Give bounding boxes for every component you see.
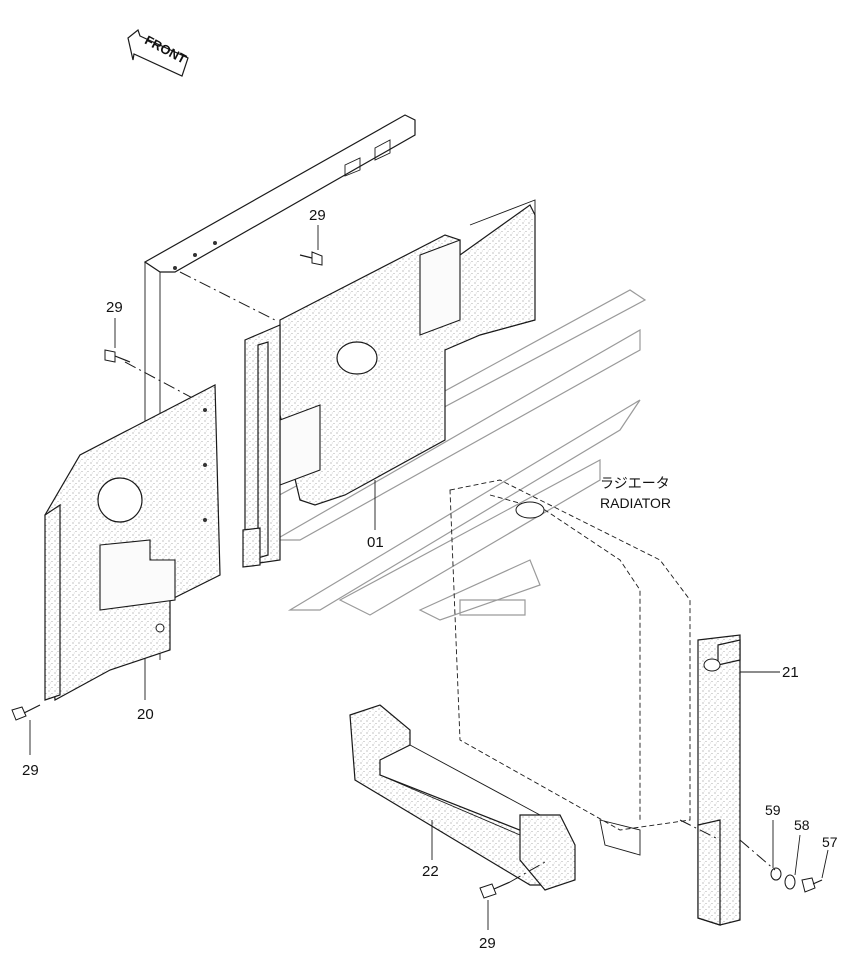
label-29-left: 29 — [106, 299, 123, 316]
leader-line — [679, 819, 721, 841]
washer-58 — [784, 874, 796, 890]
label-22: 22 — [422, 863, 439, 880]
leader-line — [179, 271, 276, 321]
part-01-panel — [242, 199, 536, 568]
label-29-lower-left: 29 — [22, 762, 39, 779]
bolt-29-top — [299, 251, 323, 266]
label-58: 58 — [794, 817, 810, 833]
label-57: 57 — [822, 834, 838, 850]
label-29-bottom: 29 — [479, 935, 496, 952]
part-21-bracket — [697, 634, 741, 926]
callout-lines — [29, 225, 829, 930]
label-01: 01 — [367, 534, 384, 551]
part-20-panel — [44, 384, 221, 701]
label-59: 59 — [765, 802, 781, 818]
radiator-label-english: RADIATOR — [600, 495, 671, 511]
label-21: 21 — [782, 664, 799, 681]
leader-line — [739, 839, 776, 871]
bolt-29-bottom — [479, 861, 546, 899]
part-22-bracket — [349, 704, 576, 891]
front-direction-arrow: FRONT — [127, 28, 189, 77]
washer-59 — [770, 867, 782, 881]
bolt-29-lower-left — [11, 704, 41, 721]
bolt-29-left — [104, 349, 131, 363]
leader-line — [124, 361, 216, 411]
radiator-outline — [449, 479, 691, 856]
label-29-top: 29 — [309, 207, 326, 224]
bolt-57 — [801, 877, 823, 893]
label-20: 20 — [137, 706, 154, 723]
radiator-label-japanese: ラジエータ — [600, 476, 670, 492]
